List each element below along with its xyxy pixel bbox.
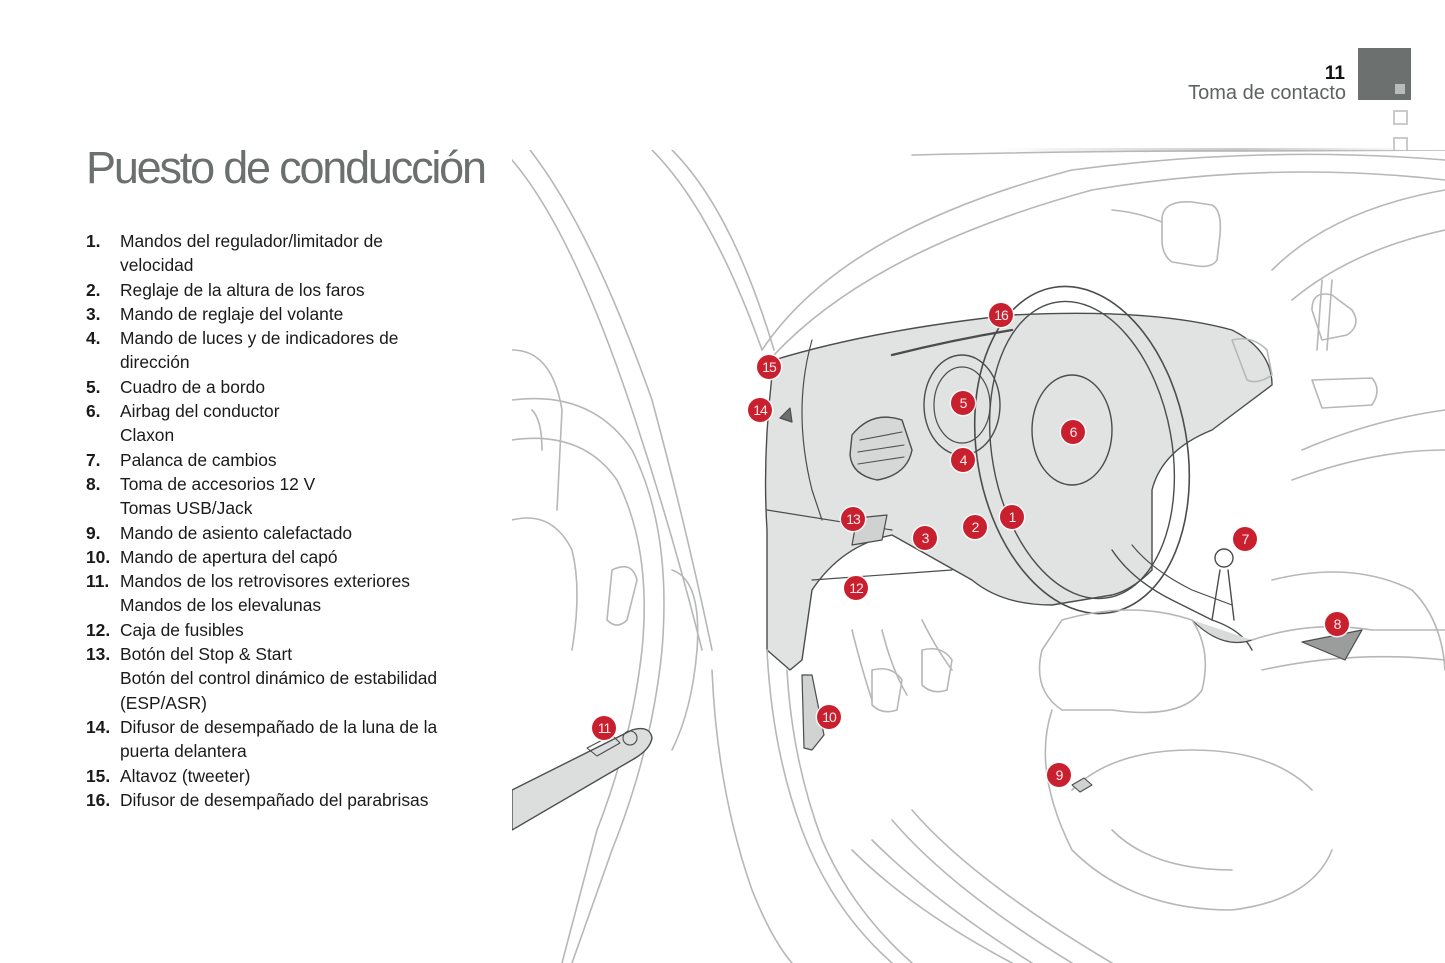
legend-number: 8. — [86, 473, 101, 494]
legend-number: 3. — [86, 303, 101, 324]
windscreen-demist-slot — [890, 328, 1014, 357]
chapter-tab-next-2[interactable] — [1393, 137, 1408, 151]
dashboard-shading — [764, 312, 1273, 671]
legend-text: Caja de fusibles — [120, 619, 244, 640]
legend-item: 5. Cuadro de a bordo — [86, 375, 486, 399]
callout-instrument-panel[interactable]: 5 — [951, 391, 975, 415]
legend-number: 7. — [86, 449, 101, 470]
page-number: 11 — [1324, 63, 1345, 84]
callout-mirror-window-controls[interactable]: 11 — [592, 716, 616, 740]
heated-seat-switch — [1071, 777, 1093, 793]
chapter-tab-next[interactable] — [1393, 110, 1408, 125]
legend-number: 2. — [86, 279, 101, 300]
legend-number: 11. — [86, 571, 110, 592]
legend-number: 9. — [86, 522, 101, 543]
legend-item: 3. Mando de reglaje del volante — [86, 302, 486, 326]
legend-item: 14. Difusor de desempañado de la luna de … — [86, 715, 486, 764]
legend-item: 8. Toma de accesorios 12 V Tomas USB/Jack — [86, 472, 486, 521]
legend-text: Mandos de los retrovisores exteriores — [120, 571, 410, 592]
legend-text: Mandos de los elevalunas — [120, 595, 322, 616]
legend-text: Altavoz (tweeter) — [120, 765, 251, 786]
callout-cruise-control-stalk[interactable]: 1 — [1000, 505, 1024, 529]
section-name: Toma de contacto — [1188, 82, 1346, 104]
window-control-armrest — [512, 727, 653, 831]
legend-text: velocidad — [120, 255, 194, 276]
legend-list: 1. Mandos del regulador/limitador de veloc… — [86, 229, 486, 812]
legend-number: 16. — [86, 789, 111, 810]
legend-item: 10. Mando de apertura del capó — [86, 545, 486, 569]
legend-number: 5. — [86, 376, 101, 397]
callout-gear-lever[interactable]: 7 — [1233, 527, 1257, 551]
chapter-tab[interactable] — [1358, 48, 1411, 100]
legend-item: 12. Caja de fusibles — [86, 618, 486, 642]
legend-text: Difusor de desempañado de la luna de la — [120, 716, 438, 737]
legend-text: Mandos del regulador/limitador de — [120, 231, 383, 251]
a-pillar — [512, 159, 703, 651]
chapter-tab-marker — [1395, 84, 1405, 94]
legend-item: 2. Reglaje de la altura de los faros — [86, 278, 486, 302]
cockpit-line-drawing — [512, 150, 1445, 963]
callout-door-window-demist-vent[interactable]: 14 — [748, 398, 772, 422]
callout-fuse-box[interactable]: 12 — [844, 576, 868, 600]
legend-text: dirección — [120, 352, 190, 373]
bonnet-release-lever — [801, 674, 825, 751]
legend-text: Difusor de desempañado del parabrisas — [120, 789, 429, 810]
legend-number: 6. — [86, 401, 101, 422]
roof-line — [911, 150, 1445, 156]
legend-text: Mando de luces y de indicadores de — [120, 328, 399, 349]
legend-item: 1. Mandos del regulador/limitador de veloc… — [86, 229, 486, 278]
legend-number: 10. — [86, 546, 111, 567]
legend-number: 1. — [86, 231, 101, 251]
rear-view-mirror — [1161, 201, 1222, 268]
legend-text: Mando de asiento calefactado — [120, 522, 353, 543]
open-door — [512, 397, 665, 963]
door-demist-vent — [779, 407, 793, 423]
legend-text: Claxon — [120, 425, 175, 446]
callout-driver-airbag-horn[interactable]: 6 — [1061, 420, 1085, 444]
legend-item: 9. Mando de asiento calefactado — [86, 521, 486, 545]
legend-item: 15. Altavoz (tweeter) — [86, 764, 486, 788]
legend-item: 7. Palanca de cambios — [86, 448, 486, 472]
callout-steering-wheel-adjust[interactable]: 3 — [913, 526, 937, 550]
legend-item: 4. Mando de luces y de indicadores de dire… — [86, 326, 486, 375]
legend-number: 14. — [86, 716, 111, 737]
legend-text: puerta delantera — [120, 741, 247, 762]
legend-number: 13. — [86, 644, 111, 665]
callout-windscreen-demist-vent[interactable]: 16 — [989, 303, 1013, 327]
legend-text: Tomas USB/Jack — [120, 498, 253, 519]
callout-accessory-socket-usb[interactable]: 8 — [1325, 612, 1349, 636]
callout-bonnet-release[interactable]: 10 — [817, 705, 841, 729]
legend-item: 16. Difusor de desempañado del parabrisas — [86, 788, 486, 812]
legend-number: 15. — [86, 765, 111, 786]
callout-tweeter-speaker[interactable]: 15 — [757, 355, 781, 379]
legend-text: Mando de apertura del capó — [120, 546, 338, 567]
legend-number: 12. — [86, 619, 111, 640]
callout-lighting-indicator-stalk[interactable]: 4 — [951, 448, 975, 472]
legend-text: Toma de accesorios 12 V — [120, 473, 316, 494]
legend-text: (ESP/ASR) — [120, 692, 207, 713]
gear-lever — [1211, 569, 1235, 621]
driver-seat — [1038, 609, 1207, 714]
legend-item: 11. Mandos de los retrovisores exteriores… — [86, 569, 486, 618]
legend-text: Cuadro de a bordo — [120, 376, 266, 397]
legend-text: Palanca de cambios — [120, 449, 277, 470]
accessory-socket-panel — [1301, 629, 1363, 661]
callout-headlamp-height-adjust[interactable]: 2 — [963, 515, 987, 539]
pedals — [851, 619, 953, 701]
steering-wheel — [973, 285, 1191, 615]
callout-stop-start-esp-buttons[interactable]: 13 — [841, 507, 865, 531]
legend-number: 4. — [86, 328, 101, 349]
door-sill — [766, 649, 893, 963]
page-title: Puesto de conducción — [86, 142, 487, 193]
legend-text: Mando de reglaje del volante — [120, 303, 344, 324]
callout-heated-seat-control[interactable]: 9 — [1047, 763, 1071, 787]
page-header: 11 Toma de contacto — [1025, 0, 1445, 160]
legend-text: Botón del control dinámico de estabilida… — [120, 668, 438, 689]
legend-text: Reglaje de la altura de los faros — [120, 279, 365, 300]
legend-text: Botón del Stop & Start — [120, 644, 293, 665]
legend-text: Airbag del conductor — [120, 401, 280, 422]
